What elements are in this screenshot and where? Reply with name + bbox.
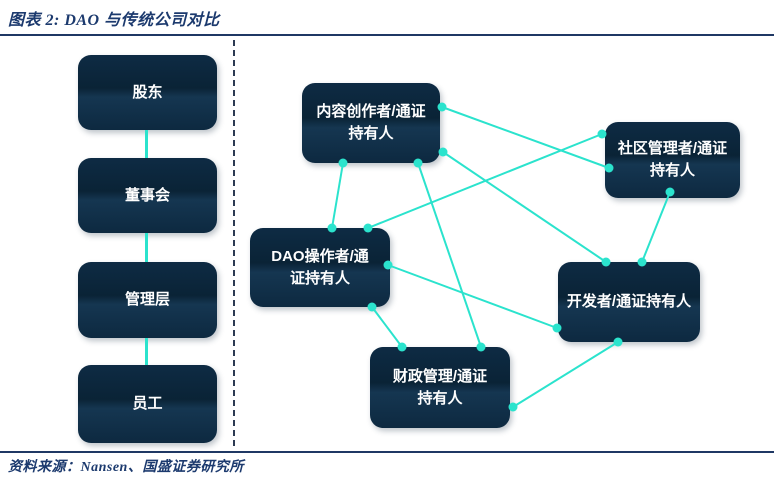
link-dao_operator-treasury (371, 306, 403, 348)
dao-node-developers: 开发者/通证持有人 (558, 262, 700, 342)
section-divider-dashed (233, 40, 235, 446)
link-content-dao_operator (331, 162, 344, 229)
dao-node-dao-operators: DAO操作者/通 证持有人 (250, 228, 390, 307)
figure-title: 图表 2: DAO 与传统公司对比 (8, 12, 220, 29)
trad-box-employees: 员工 (78, 365, 217, 443)
link-dao_operator-developer (387, 264, 558, 329)
trad-box-management: 管理层 (78, 262, 217, 338)
bottom-rule (0, 451, 774, 453)
link-treasury-developer (512, 341, 619, 408)
link-content-community (441, 106, 610, 169)
dao-node-content-creators: 内容创作者/通证 持有人 (302, 83, 440, 163)
link-content-treasury (417, 162, 482, 348)
dao-node-community-managers: 社区管理者/通证 持有人 (605, 122, 740, 198)
link-community-developer (641, 191, 671, 263)
source-note: 资料来源：Nansen、国盛证券研究所 (8, 460, 244, 475)
link-content-developer (442, 151, 607, 263)
dao-node-treasury: 财政管理/通证 持有人 (370, 347, 510, 428)
top-rule (0, 34, 774, 36)
trad-box-board: 董事会 (78, 158, 217, 233)
trad-box-shareholders: 股东 (78, 55, 217, 130)
